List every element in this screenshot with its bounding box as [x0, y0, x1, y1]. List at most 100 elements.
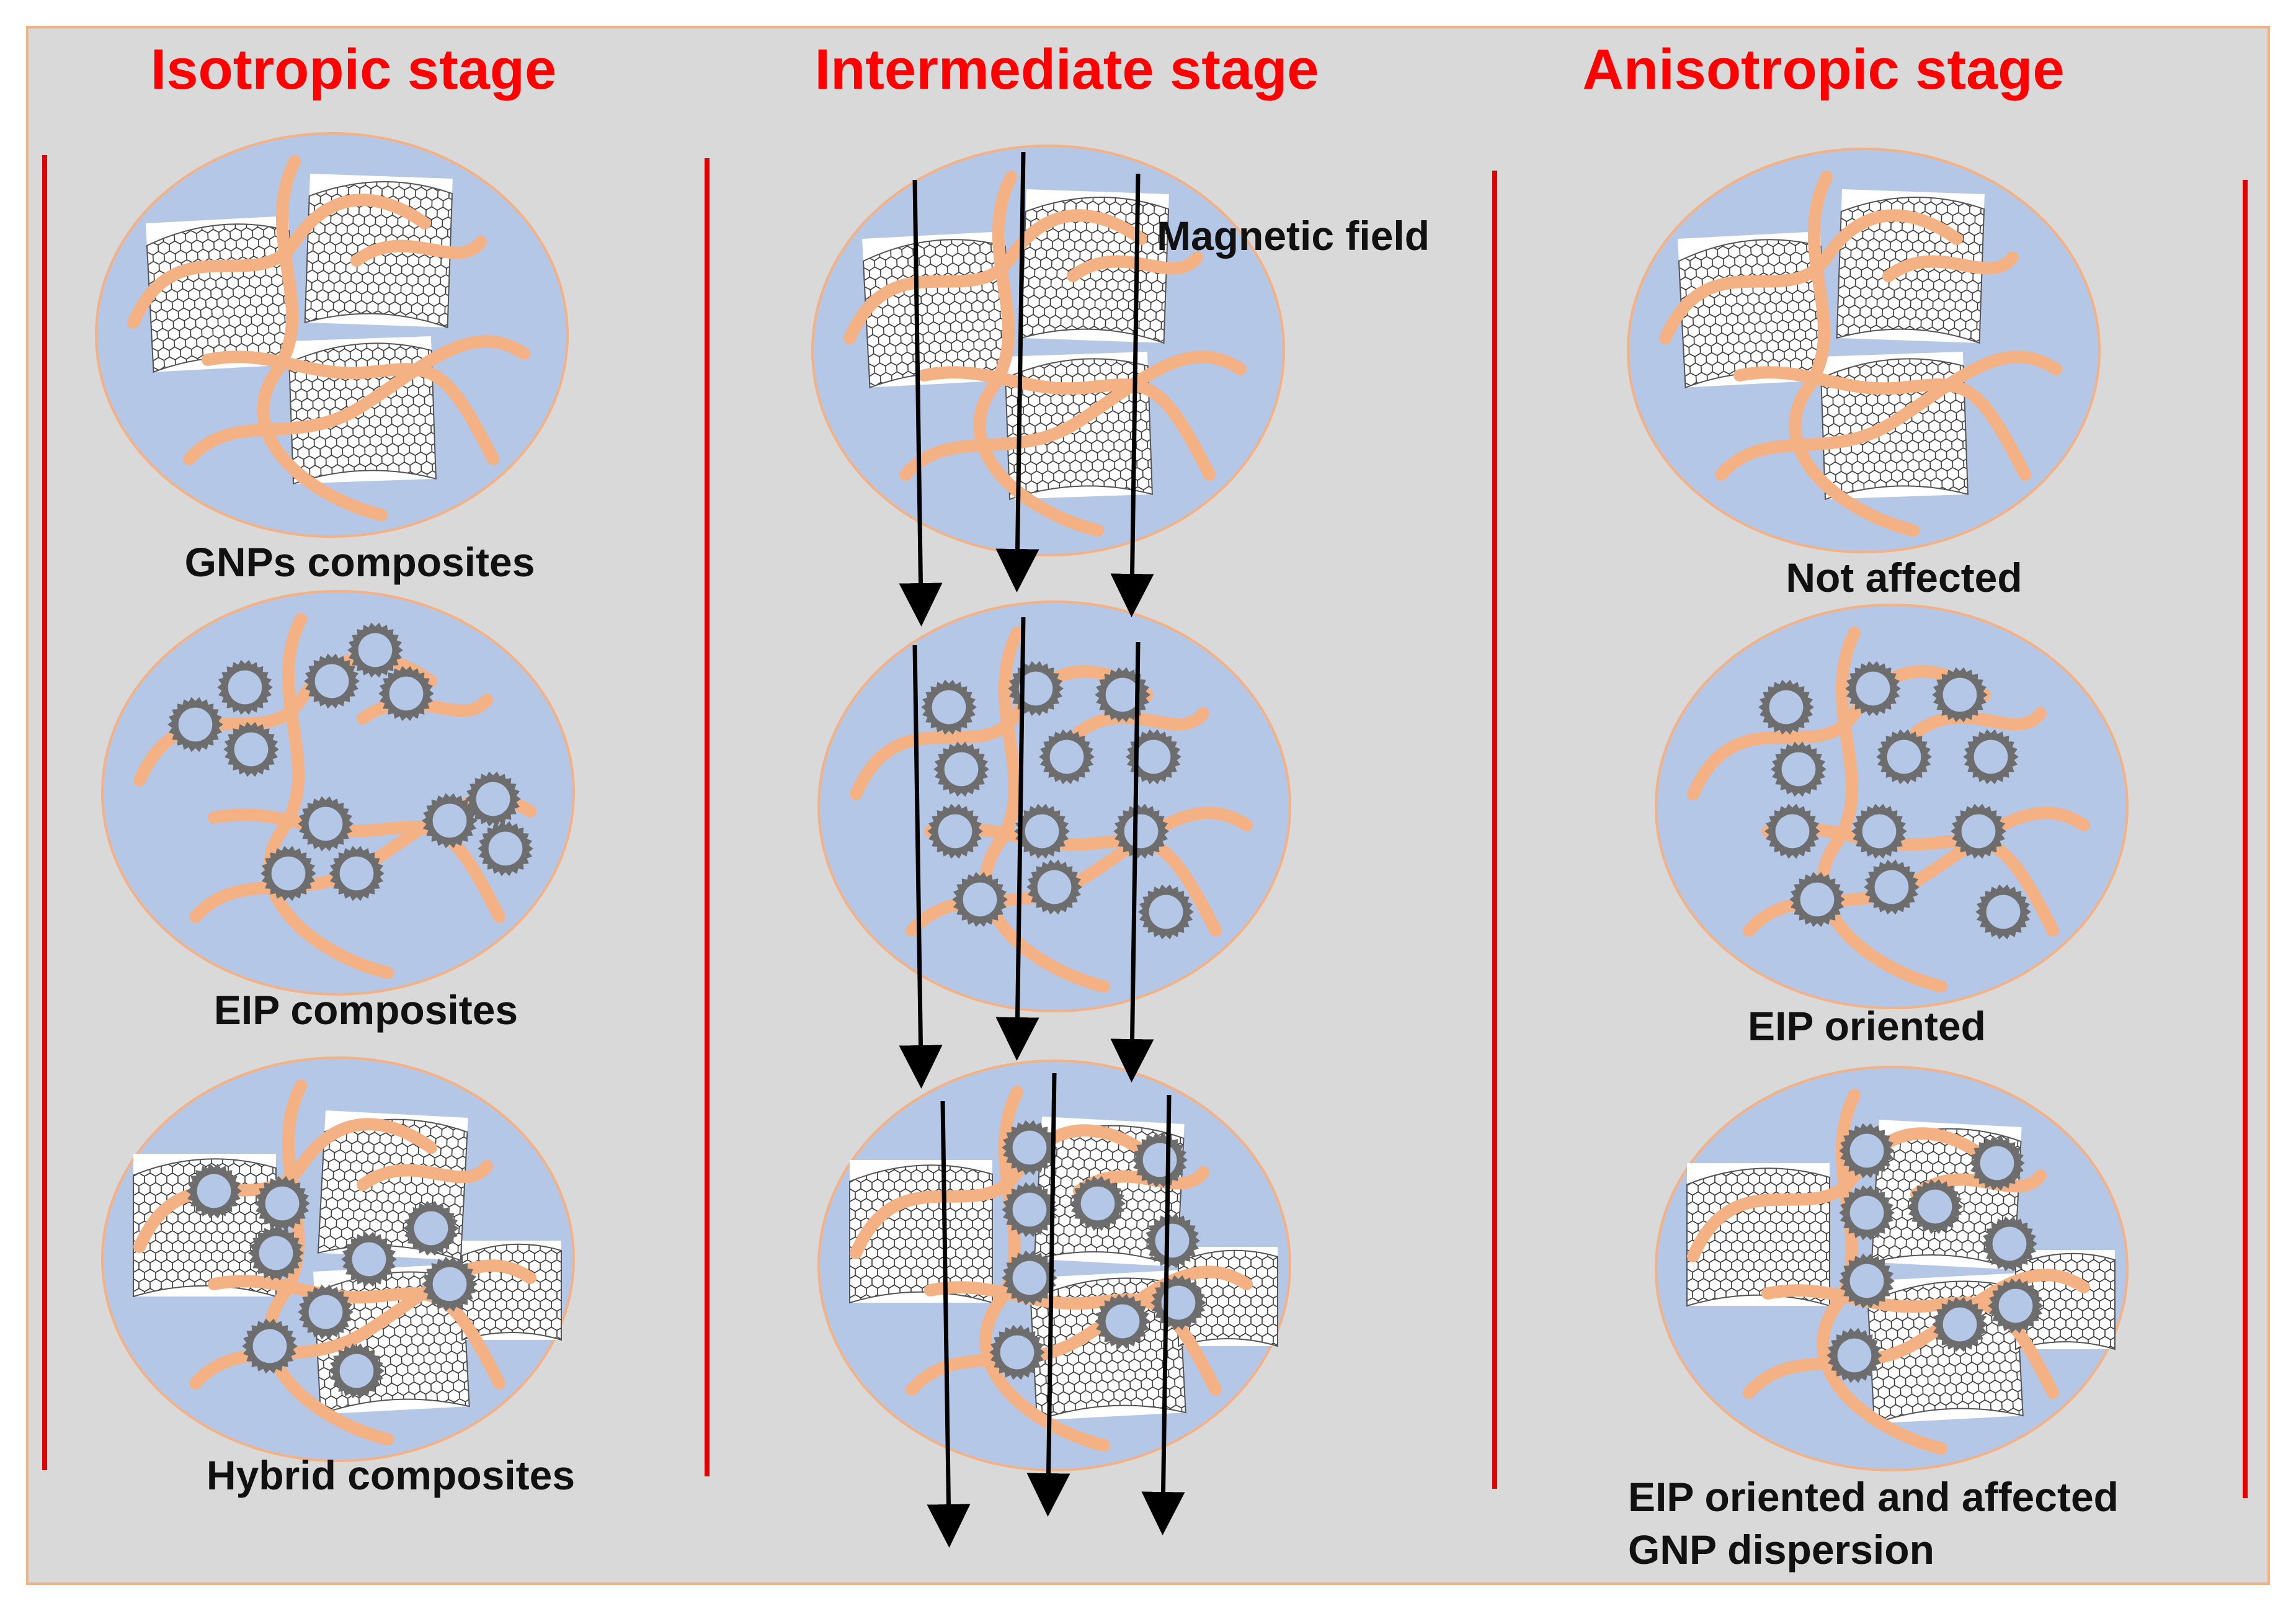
polymer-chain-icon	[208, 1275, 505, 1390]
polymer-chain-icon	[1910, 707, 2047, 738]
iron-particle-icon	[1864, 859, 1920, 915]
field-arrow-icon	[1110, 641, 1154, 1082]
iron-particle-icon	[1771, 741, 1827, 797]
polymer-chain-icon	[1743, 1269, 2090, 1399]
stage-title-intermediate: Intermediate stage	[814, 38, 1319, 101]
polymer-chain-icon	[189, 1259, 536, 1390]
iron-particle-icon	[422, 1256, 478, 1312]
polymer-chain-icon	[357, 694, 493, 725]
field-arrow-icon	[995, 151, 1039, 592]
iron-particle-icon	[1764, 803, 1820, 859]
iron-particle-icon	[254, 1176, 310, 1231]
iron-particle-icon	[223, 721, 279, 777]
polymer-chain-icon	[350, 236, 487, 267]
iron-particle-icon	[248, 1225, 304, 1281]
polymer-chain-icon	[1067, 251, 1203, 282]
iron-particle-icon	[933, 741, 989, 797]
field-arrow-icon	[1141, 1094, 1185, 1535]
polymer-chain-icon	[1882, 251, 2019, 282]
panel-eip-oriented	[1655, 604, 2129, 1009]
iron-particle-icon	[217, 659, 273, 715]
polymer-chain-icon	[1733, 366, 2031, 481]
iron-particle-icon	[1907, 1179, 1963, 1234]
iron-particle-icon	[1002, 1120, 1057, 1176]
caption-eip-oriented-affected-line2: GNP dispersion	[1628, 1527, 1934, 1573]
field-arrow-icon	[1110, 173, 1154, 617]
polymer-chain-icon	[202, 350, 499, 465]
polymer-chain-icon	[1789, 171, 1920, 537]
polymer-chain-icon	[1761, 822, 2059, 937]
iron-particle-icon	[952, 872, 1008, 927]
caption-eip-oriented-affected-line1: EIP oriented and affected	[1628, 1474, 2119, 1520]
iron-particle-icon	[1014, 803, 1070, 859]
iron-particle-icon	[186, 1163, 242, 1219]
caption-gnps-composites: GNPs composites	[184, 539, 535, 585]
magnetic-field-label: Magnetic field	[1157, 213, 1430, 259]
iron-particle-icon	[921, 679, 977, 735]
panel-eip-composites	[101, 590, 575, 996]
iron-particle-icon	[1845, 661, 1901, 716]
iron-particle-icon	[1975, 884, 2031, 940]
iron-particle-icon	[1095, 1293, 1150, 1349]
iron-particle-icon	[1839, 1185, 1895, 1241]
panel-hybrid-composites	[101, 1056, 575, 1462]
iron-particle-icon	[1144, 1213, 1200, 1269]
panel-intermediate-eip	[817, 600, 1291, 1012]
iron-particle-icon	[1876, 729, 1932, 785]
iron-particle-icon	[1951, 803, 2006, 859]
polymer-chain-icon	[979, 627, 1110, 993]
iron-particle-icon	[1839, 1123, 1895, 1179]
polymer-chain-icon	[263, 613, 394, 979]
iron-particle-icon	[927, 803, 983, 859]
iron-particle-icon	[1070, 1176, 1126, 1231]
iron-particle-icon	[1126, 729, 1181, 785]
iron-particle-icon	[1002, 1182, 1057, 1238]
iron-particle-icon	[329, 846, 385, 901]
magnetic-field-arrows	[899, 151, 1185, 1548]
iron-particle-icon	[1851, 803, 1907, 859]
field-arrow-icon	[899, 645, 943, 1089]
caption-not-affected: Not affected	[1786, 555, 2022, 600]
stage-title-isotropic: Isotropic stage	[150, 38, 557, 101]
polymer-chain-icon	[924, 822, 1222, 937]
polymer-chain-icon	[1073, 707, 1209, 738]
panel-intermediate-gnps	[811, 145, 1285, 556]
polymer-chain-icon	[183, 335, 530, 465]
iron-particle-icon	[260, 846, 316, 901]
iron-particle-icon	[1026, 859, 1082, 915]
iron-particle-icon	[167, 697, 223, 752]
caption-hybrid-composites: Hybrid composites	[206, 1452, 576, 1498]
field-arrow-icon	[899, 179, 943, 627]
iron-particle-icon	[1827, 1328, 1882, 1383]
polymer-chain-icon	[1817, 627, 1947, 993]
field-arrow-icon	[927, 1100, 971, 1548]
iron-particle-icon	[422, 793, 478, 849]
iron-particle-icon	[347, 622, 403, 678]
iron-particle-icon	[989, 1324, 1045, 1380]
polymer-chain-icon	[979, 1086, 1110, 1452]
polymer-chain-icon	[918, 366, 1216, 481]
iron-particle-icon	[478, 821, 533, 877]
polymer-chain-icon	[899, 350, 1247, 481]
stage-dividers	[42, 155, 2248, 1498]
graphene-sheet-icon	[862, 231, 1013, 389]
polymer-chain-icon	[357, 1160, 493, 1191]
iron-particle-icon	[1138, 884, 1194, 940]
field-arrow-icon	[995, 617, 1039, 1061]
iron-particle-icon	[1963, 729, 2019, 785]
iron-particle-icon	[341, 1231, 397, 1287]
iron-particle-icon	[298, 1284, 354, 1340]
polymer-chain-icon	[263, 1079, 394, 1445]
polymer-chain-icon	[208, 808, 505, 923]
composite-circle	[1655, 604, 2129, 1009]
graphene-sheet-icon	[461, 1241, 562, 1341]
panel-not-affected	[1627, 148, 2101, 553]
caption-eip-composites: EIP composites	[213, 987, 518, 1033]
iron-particle-icon	[1039, 729, 1095, 785]
iron-particle-icon	[1932, 667, 1988, 723]
iron-particle-icon	[1789, 872, 1845, 927]
iron-particle-icon	[329, 1343, 385, 1399]
field-arrow-icon	[1026, 1073, 1070, 1517]
iron-particle-icon	[298, 796, 354, 852]
iron-particle-icon	[242, 1318, 298, 1374]
